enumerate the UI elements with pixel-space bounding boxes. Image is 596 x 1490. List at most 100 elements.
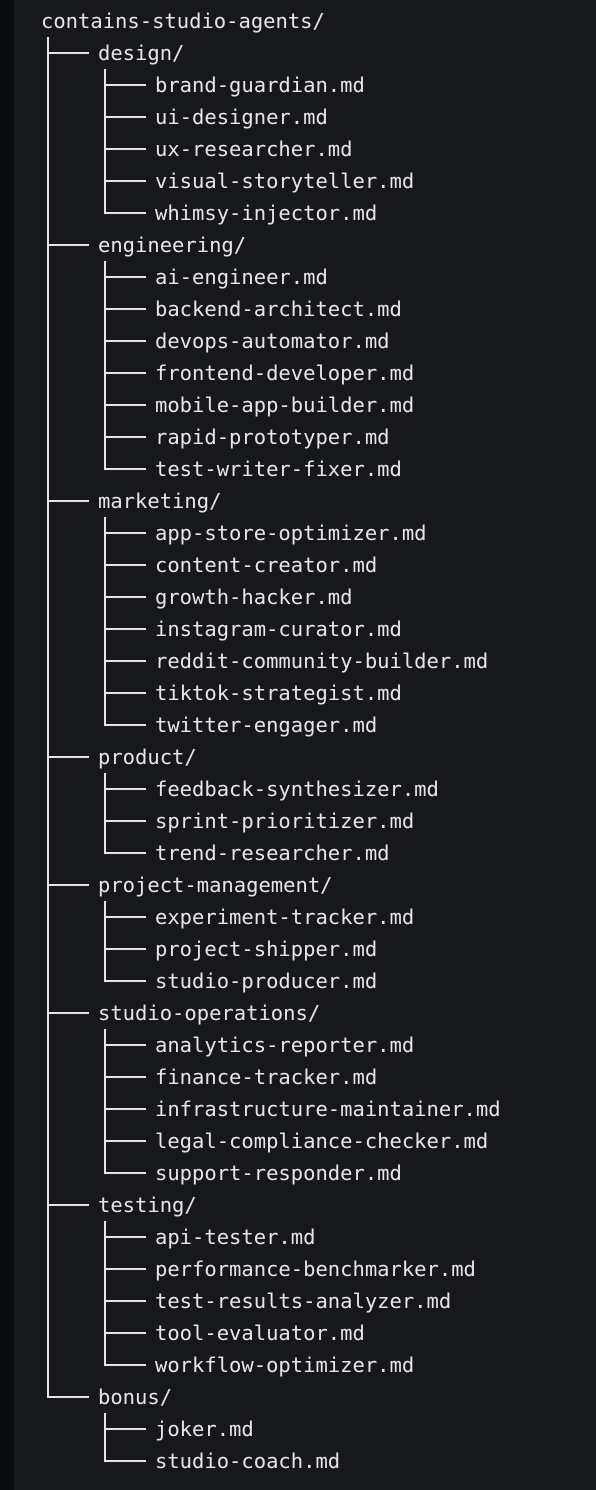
tree-branch-connector xyxy=(98,805,148,837)
tree-branch-connector xyxy=(98,325,148,357)
folder-item[interactable]: bonus/ xyxy=(98,1385,173,1409)
tree-trunk-line xyxy=(41,1125,51,1157)
file-item[interactable]: sprint-prioritizer.md xyxy=(155,809,415,833)
tree-branch-connector xyxy=(98,165,148,197)
folder-item[interactable]: design/ xyxy=(98,41,185,65)
file-item[interactable]: api-tester.md xyxy=(155,1225,316,1249)
tree-branch-connector xyxy=(98,101,148,133)
tree-branch-connector xyxy=(98,293,148,325)
file-item[interactable]: backend-architect.md xyxy=(155,297,402,321)
tree-trunk-line xyxy=(41,293,51,325)
tree-trunk-line xyxy=(41,1029,51,1061)
file-item[interactable]: ai-engineer.md xyxy=(155,265,328,289)
file-item[interactable]: test-writer-fixer.md xyxy=(155,457,402,481)
file-item[interactable]: infrastructure-maintainer.md xyxy=(155,1097,501,1121)
file-item[interactable]: trend-researcher.md xyxy=(155,841,390,865)
tree-trunk-line xyxy=(41,517,51,549)
tree-branch-connector xyxy=(41,485,91,517)
tree-branch-connector xyxy=(98,133,148,165)
tree-branch-connector xyxy=(98,1093,148,1125)
tree-trunk-line xyxy=(41,389,51,421)
tree-trunk-line xyxy=(41,453,51,485)
tree-branch-connector xyxy=(98,389,148,421)
file-item[interactable]: instagram-curator.md xyxy=(155,617,402,641)
tree-trunk-line xyxy=(41,965,51,997)
file-item[interactable]: reddit-community-builder.md xyxy=(155,649,489,673)
tree-branch-connector xyxy=(98,421,148,453)
folder-item[interactable]: engineering/ xyxy=(98,233,247,257)
file-item[interactable]: ui-designer.md xyxy=(155,105,328,129)
tree-branch-connector xyxy=(98,1349,148,1381)
file-item[interactable]: studio-coach.md xyxy=(155,1449,341,1473)
tree-branch-connector xyxy=(98,1125,148,1157)
tree-trunk-line xyxy=(41,933,51,965)
file-item[interactable]: rapid-prototyper.md xyxy=(155,425,390,449)
tree-branch-connector xyxy=(98,837,148,869)
file-item[interactable]: test-results-analyzer.md xyxy=(155,1289,452,1313)
file-item[interactable]: analytics-reporter.md xyxy=(155,1033,415,1057)
file-item[interactable]: frontend-developer.md xyxy=(155,361,415,385)
tree-branch-connector xyxy=(98,933,148,965)
file-item[interactable]: experiment-tracker.md xyxy=(155,905,415,929)
tree-branch-connector xyxy=(98,901,148,933)
file-item[interactable]: brand-guardian.md xyxy=(155,73,365,97)
tree-trunk-line xyxy=(41,421,51,453)
file-item[interactable]: content-creator.md xyxy=(155,553,378,577)
file-item[interactable]: finance-tracker.md xyxy=(155,1065,378,1089)
file-item[interactable]: tiktok-strategist.md xyxy=(155,681,402,705)
tree-branch-connector xyxy=(98,645,148,677)
file-item[interactable]: mobile-app-builder.md xyxy=(155,393,415,417)
file-item[interactable]: devops-automator.md xyxy=(155,329,390,353)
file-item[interactable]: visual-storyteller.md xyxy=(155,169,415,193)
tree-branch-connector xyxy=(98,1157,148,1189)
file-item[interactable]: feedback-synthesizer.md xyxy=(155,777,439,801)
tree-trunk-line xyxy=(41,101,51,133)
file-item[interactable]: studio-producer.md xyxy=(155,969,378,993)
file-item[interactable]: ux-researcher.md xyxy=(155,137,353,161)
tree-trunk-line xyxy=(41,581,51,613)
tree-branch-connector xyxy=(98,69,148,101)
file-item[interactable]: performance-benchmarker.md xyxy=(155,1257,476,1281)
file-item[interactable]: twitter-engager.md xyxy=(155,713,378,737)
tree-branch-connector xyxy=(98,1221,148,1253)
tree-branch-connector xyxy=(98,197,148,229)
tree-trunk-line xyxy=(41,1061,51,1093)
tree-trunk-line xyxy=(41,325,51,357)
file-item[interactable]: app-store-optimizer.md xyxy=(155,521,427,545)
tree-branch-connector xyxy=(98,773,148,805)
tree-branch-connector xyxy=(98,1253,148,1285)
tree-branch-connector xyxy=(98,1061,148,1093)
tree-trunk-line xyxy=(41,1285,51,1317)
file-item[interactable]: project-shipper.md xyxy=(155,937,378,961)
folder-item[interactable]: testing/ xyxy=(98,1193,197,1217)
tree-branch-connector xyxy=(98,517,148,549)
tree-branch-connector xyxy=(41,869,91,901)
root-folder-label: contains-studio-agents/ xyxy=(41,9,325,33)
file-item[interactable]: joker.md xyxy=(155,1417,254,1441)
file-item[interactable]: tool-evaluator.md xyxy=(155,1321,365,1345)
tree-trunk-line xyxy=(41,1157,51,1189)
tree-branch-connector xyxy=(98,581,148,613)
tree-branch-connector xyxy=(41,37,91,69)
file-item[interactable]: whimsy-injector.md xyxy=(155,201,378,225)
tree-trunk-line xyxy=(41,901,51,933)
tree-branch-connector xyxy=(41,997,91,1029)
file-item[interactable]: legal-compliance-checker.md xyxy=(155,1129,489,1153)
folder-item[interactable]: project-management/ xyxy=(98,873,333,897)
tree-trunk-line xyxy=(41,1221,51,1253)
tree-branch-connector xyxy=(98,261,148,293)
file-item[interactable]: workflow-optimizer.md xyxy=(155,1353,415,1377)
file-item[interactable]: growth-hacker.md xyxy=(155,585,353,609)
tree-trunk-line xyxy=(41,645,51,677)
tree-trunk-line xyxy=(41,133,51,165)
file-item[interactable]: support-responder.md xyxy=(155,1161,402,1185)
folder-item[interactable]: marketing/ xyxy=(98,489,222,513)
tree-trunk-line xyxy=(41,677,51,709)
folder-item[interactable]: product/ xyxy=(98,745,197,769)
tree-branch-connector xyxy=(98,1413,148,1445)
tree-branch-connector xyxy=(98,1285,148,1317)
tree-trunk-line xyxy=(41,69,51,101)
tree-trunk-line xyxy=(41,837,51,869)
folder-item[interactable]: studio-operations/ xyxy=(98,1001,321,1025)
